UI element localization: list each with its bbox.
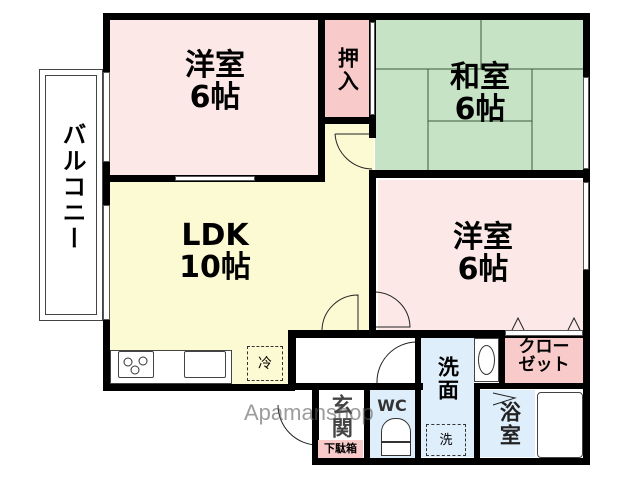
toilet-icon: [381, 418, 411, 456]
room-size: 6帖: [454, 92, 506, 128]
window-japanese: [583, 77, 589, 169]
japanese-room: [375, 19, 583, 174]
japanese-room-label: 和室 6帖: [425, 60, 535, 128]
western-room-2-label: 洋室 6帖: [428, 220, 538, 288]
western-room-2: [378, 180, 584, 330]
room-size: 6帖: [457, 252, 509, 288]
window-balcony-lower: [103, 205, 110, 320]
western-room-1: [109, 19, 319, 177]
shoe-box: 下駄箱: [318, 440, 363, 458]
sliding-door-oshiire: [370, 22, 375, 115]
watermark: Apamanshop: [244, 400, 374, 425]
bathroom: [480, 390, 535, 457]
ldk-label: LDK 10帖: [155, 218, 275, 286]
room-name: 洋室: [453, 220, 513, 255]
window-balcony-upper: [103, 72, 110, 162]
window-western-2: [583, 182, 589, 270]
room-size: 10帖: [179, 250, 251, 286]
closet-2: [505, 335, 583, 385]
sliding-door-western-1: [175, 176, 255, 181]
washbasin-icon: [474, 338, 499, 382]
western-room-1-label: 洋室 6帖: [160, 48, 270, 116]
closet-label: クロー ゼット: [518, 337, 570, 376]
balcony-label: バルコニー: [58, 122, 86, 252]
oshiire-label: 押入: [335, 47, 360, 93]
room-name: 和室: [450, 60, 510, 95]
fridge-space: 冷: [247, 346, 283, 381]
kitchen-counter: [110, 350, 232, 384]
washer-space: 洗: [426, 424, 466, 456]
toilet-label: WC: [377, 396, 407, 415]
oshiire-closet: [324, 19, 370, 119]
entrance-label: 玄関: [329, 394, 354, 440]
closet-door: [505, 330, 583, 336]
stove-icon: [118, 351, 154, 378]
bathroom-label: 浴室: [497, 401, 522, 447]
hallway: [296, 338, 416, 384]
balcony: バルコニー: [39, 69, 103, 321]
sink-icon: [184, 351, 226, 378]
room-name: 洋室: [185, 48, 245, 83]
room-size: 6帖: [189, 80, 241, 116]
bathtub-icon: [537, 392, 583, 458]
room-name: LDK: [181, 218, 249, 253]
washroom-label: 洗面: [435, 356, 460, 402]
